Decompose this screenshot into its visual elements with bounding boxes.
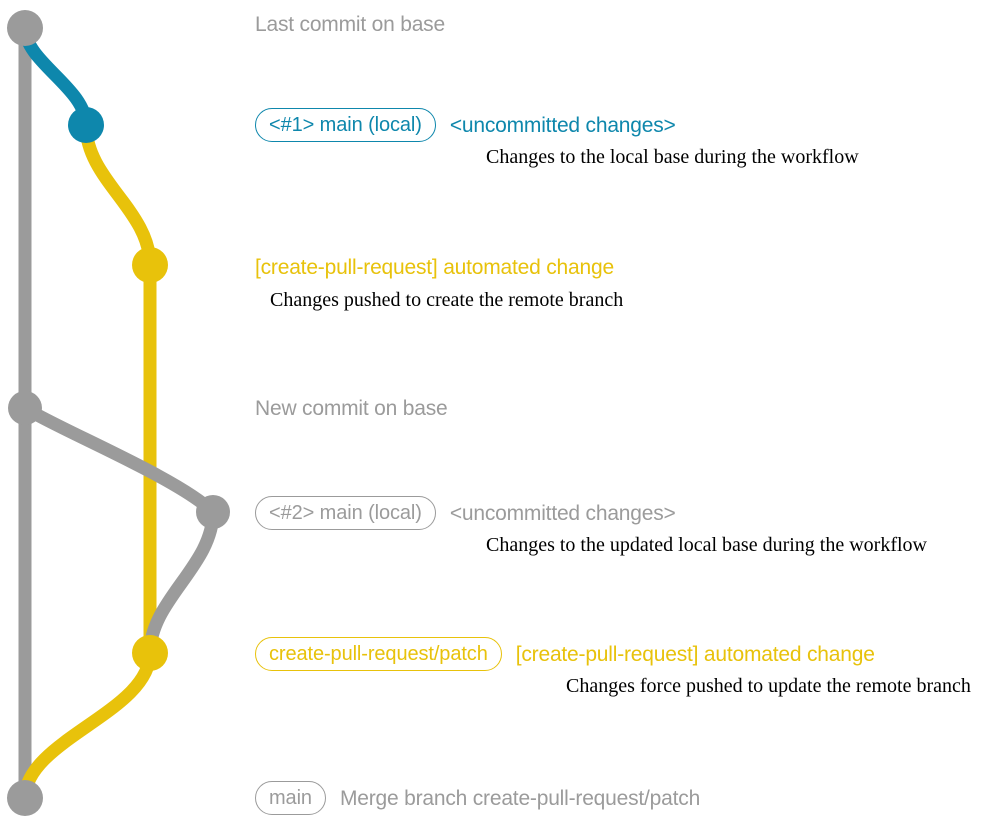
edge-local2-to-remote-patch xyxy=(143,505,220,660)
commit-nodes xyxy=(7,10,230,816)
ref-badge-local-main-2[interactable]: <#2> main (local) xyxy=(255,496,436,530)
commit-node-local-2 xyxy=(196,495,230,529)
commit-row-merge-commit: main Merge branch create-pull-request/pa… xyxy=(255,781,700,815)
commit-note-remote-commit-create: Changes pushed to create the remote bran… xyxy=(270,289,624,311)
heading-last-commit-on-base: Last commit on base xyxy=(255,13,445,36)
ref-badge-main[interactable]: main xyxy=(255,781,326,815)
ref-badge-create-pull-request-patch[interactable]: create-pull-request/patch xyxy=(255,637,502,671)
commit-subject-local-commit-1: <uncommitted changes> xyxy=(449,113,676,137)
ref-badge-local-main-1[interactable]: <#1> main (local) xyxy=(255,108,436,142)
commit-note-remote-commit-patch: Changes force pushed to update the remot… xyxy=(566,675,971,697)
commit-row-remote-commit-patch: create-pull-request/patch [create-pull-r… xyxy=(255,637,875,671)
commit-node-remote-patch xyxy=(132,635,168,671)
commit-node-local-1 xyxy=(68,107,104,143)
heading-new-commit-on-base: New commit on base xyxy=(255,397,448,420)
commit-node-base-new xyxy=(8,391,42,425)
edge-local1-to-remote-create xyxy=(79,118,157,272)
commit-note-local-commit-1: Changes to the local base during the wor… xyxy=(486,146,859,168)
commit-note-local-commit-2: Changes to the updated local base during… xyxy=(486,534,927,556)
edge-basenew-to-local2 xyxy=(18,401,220,519)
commit-subject-remote-commit-create: [create-pull-request] automated change xyxy=(255,255,614,279)
commit-row-remote-commit-create: [create-pull-request] automated change xyxy=(255,254,614,280)
commit-subject-local-commit-2: <uncommitted changes> xyxy=(449,501,676,525)
commit-row-local-commit-2: <#2> main (local) <uncommitted changes> xyxy=(255,496,676,530)
commit-subject-merge-commit: Merge branch create-pull-request/patch xyxy=(339,786,701,810)
commit-subject-remote-commit-patch: [create-pull-request] automated change xyxy=(515,642,875,666)
edge-remote-patch-to-merge xyxy=(18,646,157,805)
commit-node-remote-create xyxy=(132,247,168,283)
commit-node-base-merge xyxy=(7,780,43,816)
commit-row-local-commit-1: <#1> main (local) <uncommitted changes> xyxy=(255,108,676,142)
commit-node-base-last xyxy=(7,10,43,46)
